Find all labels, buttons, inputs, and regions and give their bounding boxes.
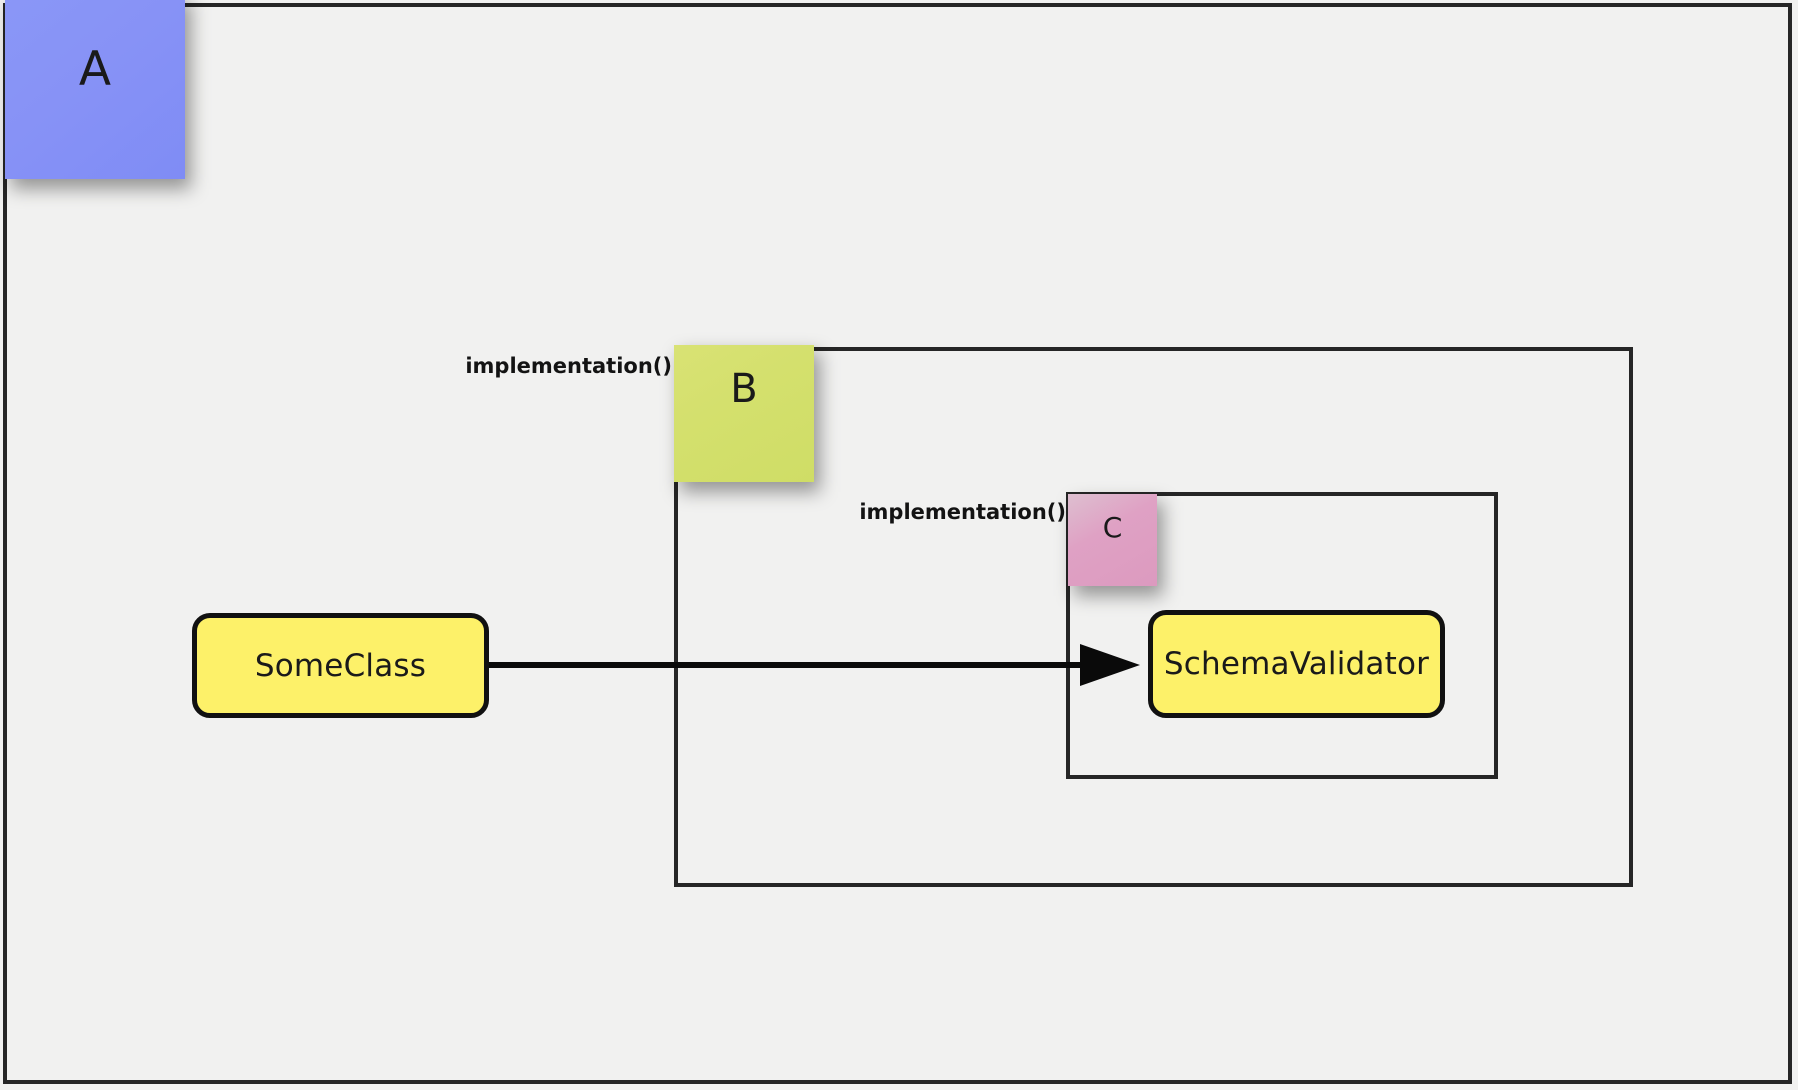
node-someclass[interactable]: SomeClass [192,613,489,718]
sticky-note-b-face [674,345,814,482]
sticky-note-c-label: C [1102,511,1123,544]
group-box-b[interactable] [674,347,1633,887]
sticky-note-c-face [1068,494,1157,586]
node-someclass-label: SomeClass [254,647,427,684]
sticky-note-b[interactable]: B [674,345,820,492]
group-box-c[interactable] [1066,492,1498,779]
node-schemavalidator[interactable]: SchemaValidator [1148,610,1445,718]
sticky-note-c[interactable]: C [1068,494,1163,596]
node-schemavalidator-label: SchemaValidator [1163,646,1430,682]
arrowhead-icon [1080,644,1140,686]
sticky-note-b-label: B [730,366,758,412]
group-c-label: implementation() [859,500,1066,524]
sticky-note-a-label: A [78,42,112,97]
sticky-note-a[interactable]: A [5,0,191,189]
edge-someclass-to-schemavalidator[interactable] [480,630,1140,690]
outer-frame [3,3,1792,1084]
group-b-label: implementation() [465,354,672,378]
sticky-note-a-face [5,0,185,179]
